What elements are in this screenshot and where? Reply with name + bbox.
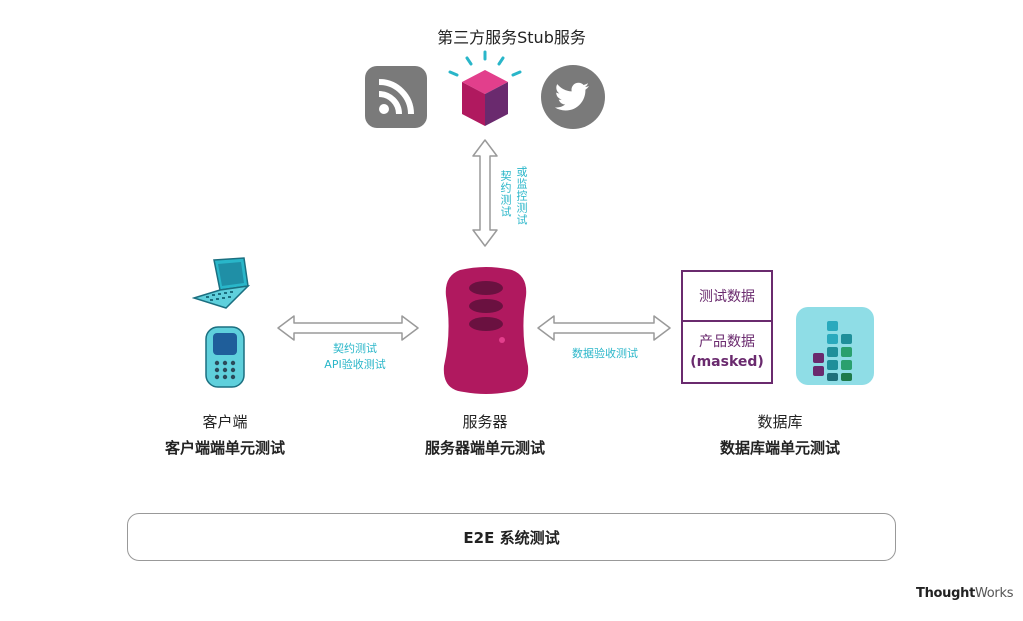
brand-logo: ThoughtWorks: [916, 586, 1013, 601]
brand-light: Works: [974, 586, 1014, 601]
e2e-system-test-box: E2E 系统测试: [127, 513, 896, 561]
contract-vertical-arrow: [472, 139, 498, 247]
product-data-label: 产品数据: [699, 334, 755, 350]
monitor-test-vertical-label: 或监控测试: [515, 166, 528, 226]
client-unit-test-label: 客户端端单元测试: [164, 439, 285, 457]
brand-bold: Thought: [916, 586, 975, 601]
product-data-cell: 产品数据 (masked): [683, 322, 771, 382]
contract-test-label: 契约测试: [333, 342, 377, 355]
data-box: 测试数据 产品数据 (masked): [681, 270, 773, 384]
third-party-stub-title: 第三方服务Stub服务: [437, 28, 586, 47]
twitter-bird-icon: [541, 65, 605, 129]
phone-icon: [205, 326, 245, 388]
client-server-arrow: [277, 315, 419, 341]
database-unit-test-label: 数据库端单元测试: [719, 439, 840, 457]
client-label: 客户端: [202, 413, 248, 431]
e2e-system-test-label: E2E 系统测试: [463, 528, 560, 547]
server-database-arrow: [537, 315, 671, 341]
server-icon: [443, 267, 529, 394]
stub-cube-icon: [448, 50, 522, 126]
masked-label: (masked): [690, 354, 764, 370]
api-acceptance-test-label: API验收测试: [324, 358, 386, 371]
database-blocks-icon: [796, 307, 874, 385]
database-label: 数据库: [757, 413, 803, 431]
server-unit-test-label: 服务器端单元测试: [424, 439, 545, 457]
server-label: 服务器: [462, 413, 508, 431]
test-data-cell: 测试数据: [683, 272, 771, 322]
rss-icon: [365, 66, 427, 128]
laptop-icon: [192, 257, 251, 309]
data-acceptance-test-label: 数据验收测试: [572, 347, 638, 360]
contract-test-vertical-label: 契约测试: [499, 170, 512, 218]
